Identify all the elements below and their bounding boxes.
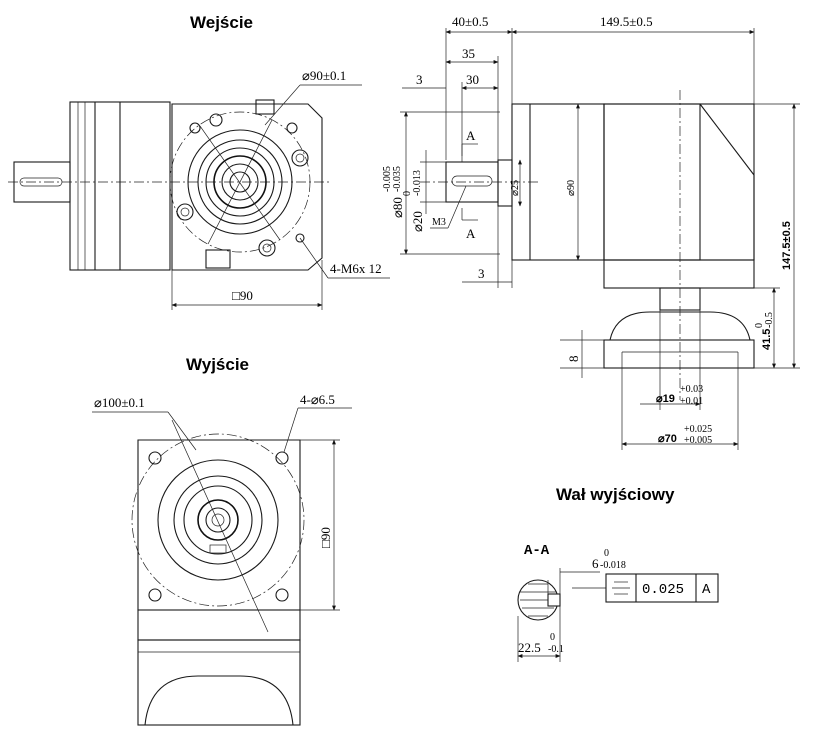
dim-20-tol-lower: -0.013 xyxy=(412,170,423,196)
dim-20: ⌀20 xyxy=(410,211,425,232)
dim-90-side: ⌀90 xyxy=(566,180,577,196)
dim-19-tol-lower: +0.01 xyxy=(680,396,703,407)
dim-20-tol-upper: 0 xyxy=(402,191,413,196)
section-mark-bottom: A xyxy=(466,226,476,241)
dim-19: ⌀19 xyxy=(656,393,675,405)
shaft-depth-tol-lower: -0.1 xyxy=(548,644,564,655)
dim-41-tol-lower: -0.5 xyxy=(764,312,775,328)
input-view: ⌀90±0.1 4-M6x 12 □90 xyxy=(8,68,390,310)
input-square-dim: □90 xyxy=(232,288,253,303)
output-square-dim: □90 xyxy=(318,527,333,548)
dim-80-tol-upper: -0.005 xyxy=(382,166,393,192)
dim-147: 147.5±0.5 xyxy=(781,221,793,270)
dim-35: 35 xyxy=(462,46,475,61)
shaft-view-title: Wał wyjściowy xyxy=(556,485,675,504)
dim-41: 41.5 xyxy=(761,329,773,350)
dim-3-bottom: 3 xyxy=(478,266,485,281)
dim-8: 8 xyxy=(566,356,581,363)
dim-80: ⌀80 xyxy=(390,197,405,218)
dim-70-tol-upper: +0.025 xyxy=(684,424,712,435)
dim-149: 149.5±0.5 xyxy=(600,14,653,29)
dim-25: ⌀25 xyxy=(510,180,521,196)
input-circle-dim: ⌀90±0.1 xyxy=(302,68,346,83)
shaft-depth-tol-upper: 0 xyxy=(550,632,555,643)
input-thread-dim: 4-M6x 12 xyxy=(330,261,382,276)
dim-70-tol-lower: +0.005 xyxy=(684,435,712,446)
section-mark-top: A xyxy=(466,128,476,143)
dim-80-tol-lower: -0.035 xyxy=(392,166,403,192)
dim-3-top: 3 xyxy=(416,72,423,87)
key-width-tol-lower: -0.018 xyxy=(600,560,626,571)
dim-70: ⌀70 xyxy=(658,433,677,445)
input-view-title: Wejście xyxy=(190,13,253,32)
side-view: 40±0.5 149.5±0.5 35 30 3 3 ⌀80 -0.005 -0… xyxy=(382,14,800,450)
output-circle-dim: ⌀100±0.1 xyxy=(94,395,145,410)
key-width-tol-upper: 0 xyxy=(604,548,609,559)
output-holes-dim: 4-⌀6.5 xyxy=(300,392,335,407)
output-view-title: Wyjście xyxy=(186,355,249,374)
shaft-section-view: A-A 6 0 -0.018 0.025 A 22.5 0 -0.1 xyxy=(517,543,719,662)
key-width-dim: 6 xyxy=(592,556,599,571)
tolerance-value: 0.025 xyxy=(642,582,684,598)
dim-19-tol-upper: +0.03 xyxy=(680,384,703,395)
output-view: ⌀100±0.1 4-⌀6.5 □90 xyxy=(92,392,352,726)
dim-30: 30 xyxy=(466,72,479,87)
shaft-depth-dim: 22.5 xyxy=(518,640,541,655)
dim-40: 40±0.5 xyxy=(452,14,488,29)
tolerance-datum: A xyxy=(702,582,711,598)
m3-label: M3 xyxy=(432,217,446,228)
dim-41-tol-upper: 0 xyxy=(754,323,765,328)
section-title: A-A xyxy=(524,543,550,559)
